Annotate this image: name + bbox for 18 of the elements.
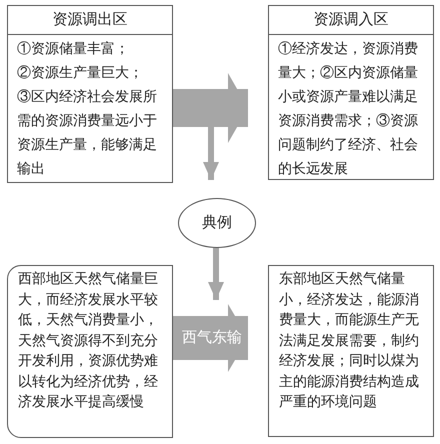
box-text: ①经济发达，资源消费量大；②区内资源储量小或资源产量难以满足资源消费需求；③资源问题制约了经济、社会的长远发展 xyxy=(278,40,419,179)
box-text: 西部地区天然气储量巨大，而经济发展水平较低，天然气消费量小，天然气资源得不到充分开发利用，资源优势难以转化为经济优势，经济发展水平提高缓慢 xyxy=(18,270,159,412)
box-heading: 资源调出区 xyxy=(8,6,172,35)
example-box xyxy=(268,265,434,437)
box-heading: 资源调入区 xyxy=(269,6,433,35)
arrow xyxy=(203,127,219,180)
region-box xyxy=(268,5,434,180)
arrow xyxy=(208,248,224,300)
edge-label: 西气东输 xyxy=(182,328,242,348)
ellipse-label: 典例 xyxy=(202,214,232,233)
box-text: ③区内经济社会发展所需的资源消费量远小于资源生产量，能够满足输出 xyxy=(17,88,158,179)
region-box xyxy=(7,5,173,183)
box-text: ①资源储量丰富； xyxy=(17,40,130,59)
box-text: ②资源生产量巨大； xyxy=(17,64,144,83)
example-box xyxy=(7,265,173,438)
block-arrow xyxy=(173,73,248,143)
box-text: 东部地区天然气储量小，经济发达，能源消费量大，而能源生产无法满足发展需要，制约经济发展；同时以煤为主的能源消费结构造成严重的环境问题 xyxy=(279,270,420,412)
block-arrow xyxy=(173,304,248,372)
